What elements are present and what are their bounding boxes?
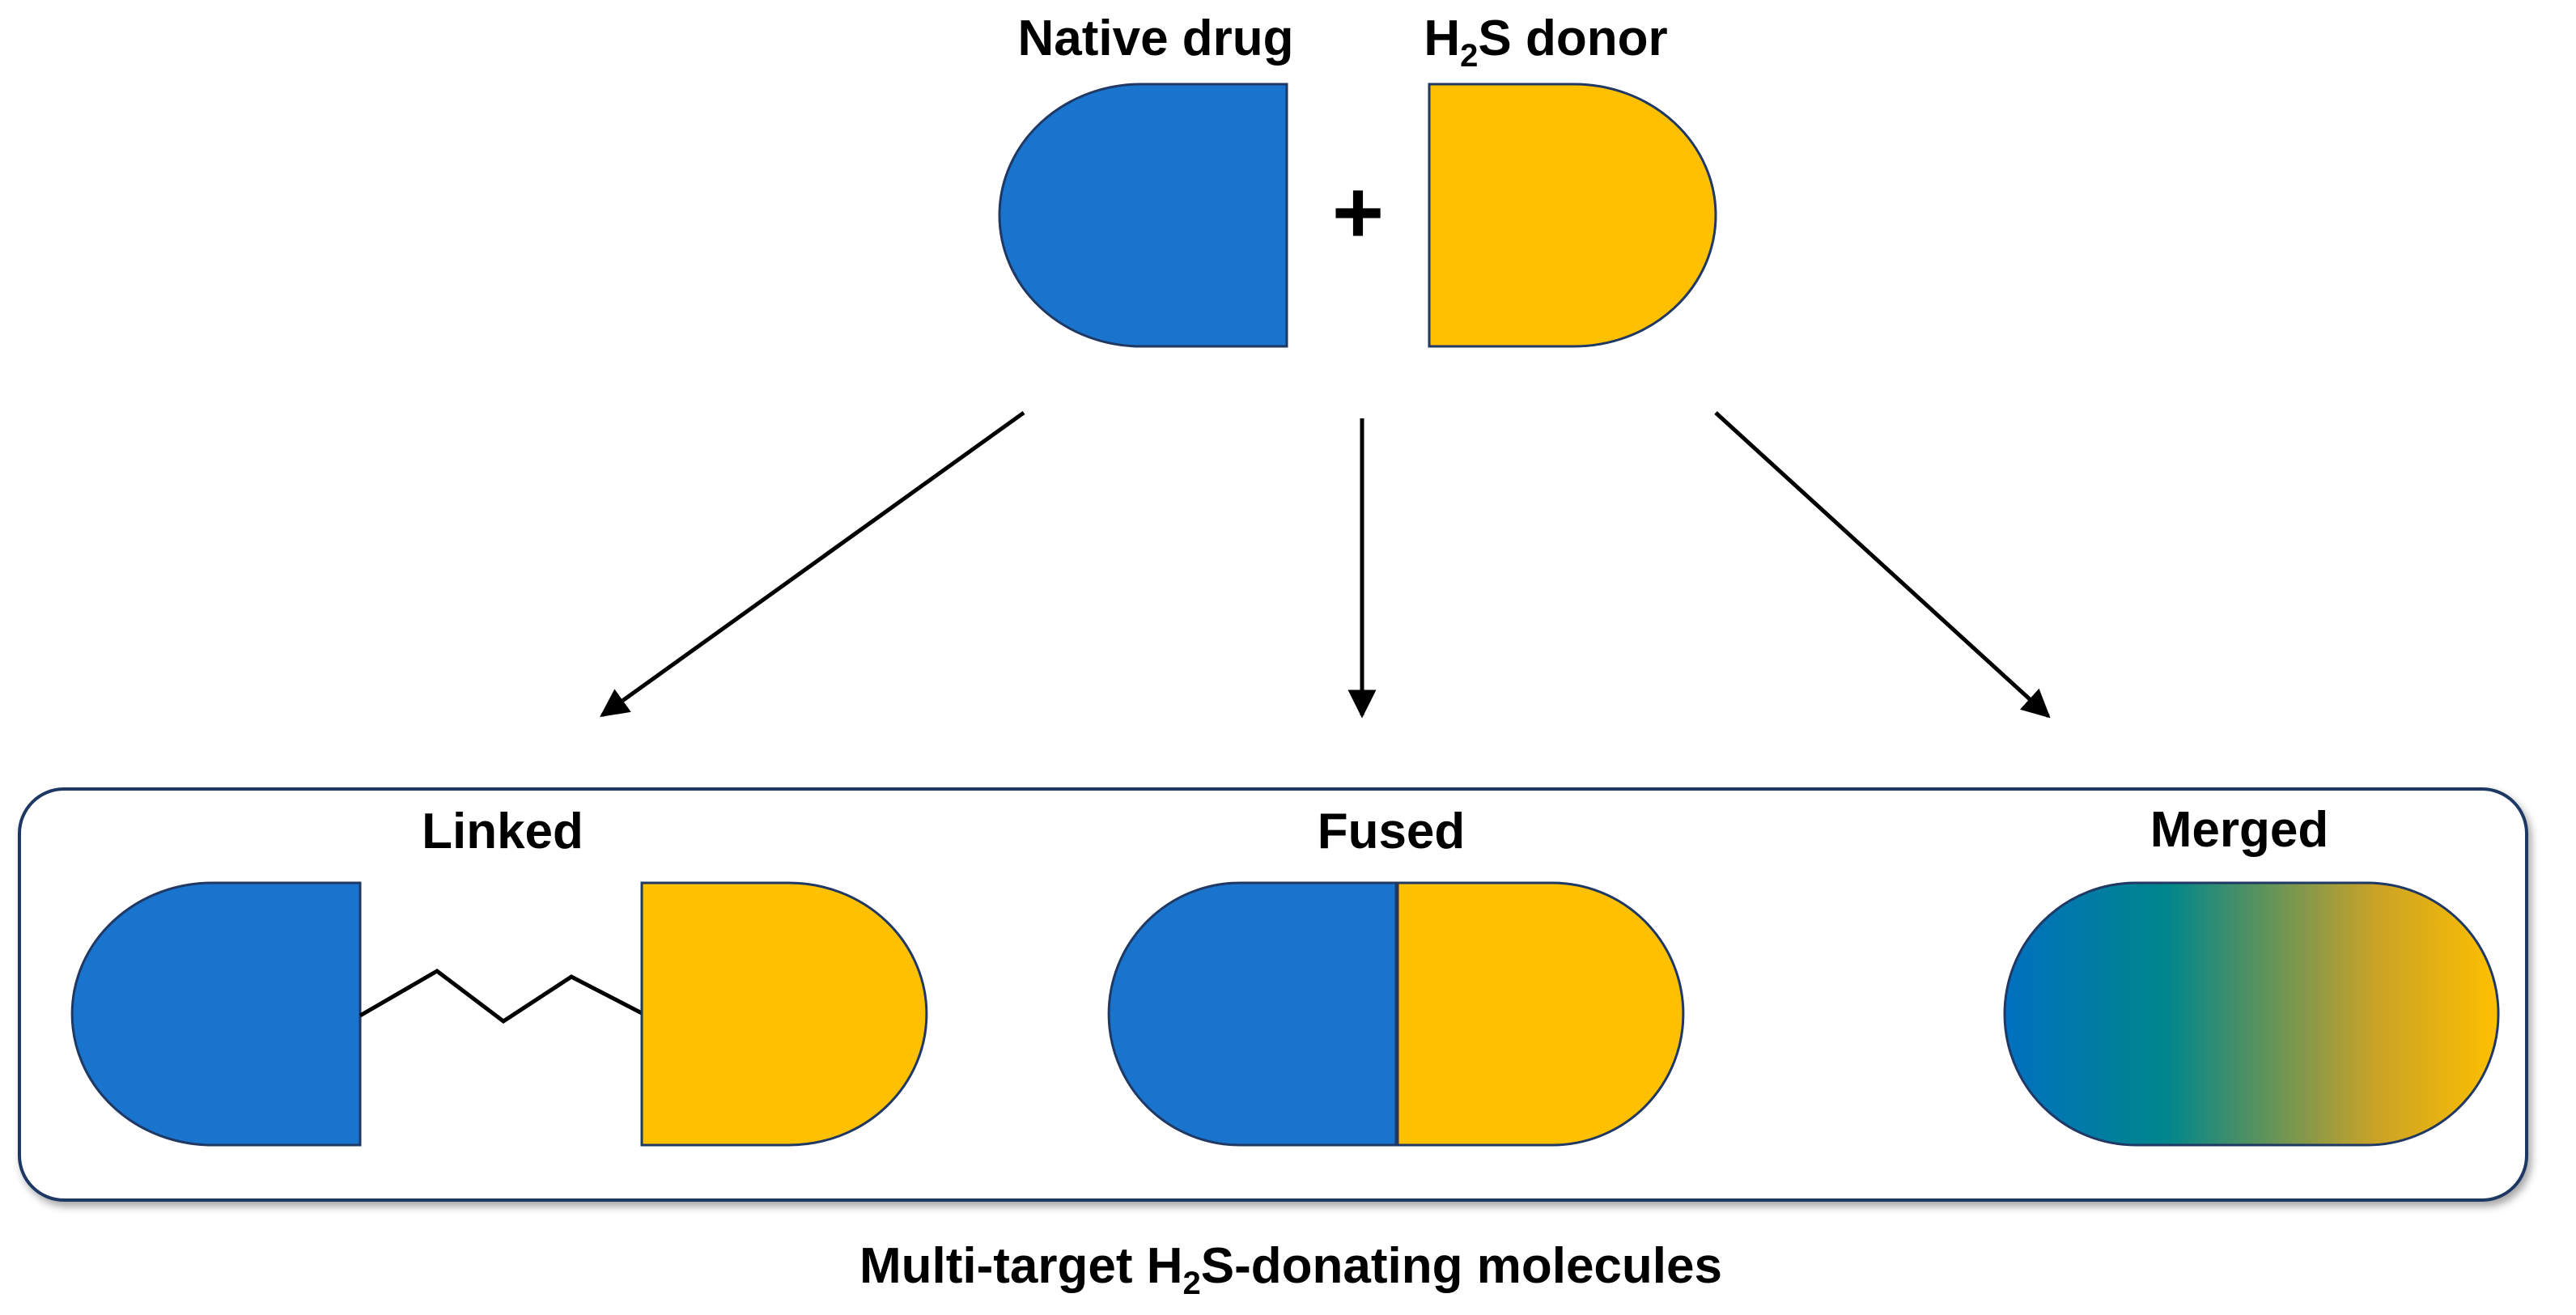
h2s-donor-label: H2S donor bbox=[1424, 11, 1667, 74]
native-drug-label: Native drug bbox=[1017, 11, 1293, 66]
linked-label: Linked bbox=[422, 804, 584, 859]
fused-label: Fused bbox=[1318, 804, 1466, 859]
h2s-donor-capsule-half bbox=[1428, 83, 1717, 348]
diagram-caption: Multi-target H2S-donating molecules bbox=[859, 1238, 1722, 1301]
linked-donor-half bbox=[640, 881, 928, 1147]
arrow-to-linked bbox=[600, 410, 1025, 718]
merged-capsule bbox=[2003, 881, 2500, 1147]
fused-drug-half bbox=[1107, 881, 1398, 1147]
fused-donor-half bbox=[1396, 881, 1685, 1147]
merged-label: Merged bbox=[2150, 802, 2328, 858]
linker-chain bbox=[359, 969, 643, 1024]
arrow-to-merged bbox=[1714, 411, 2051, 719]
native-drug-capsule-half bbox=[998, 83, 1288, 348]
plus-sign: + bbox=[1332, 163, 1384, 262]
linked-drug-half bbox=[70, 881, 362, 1147]
